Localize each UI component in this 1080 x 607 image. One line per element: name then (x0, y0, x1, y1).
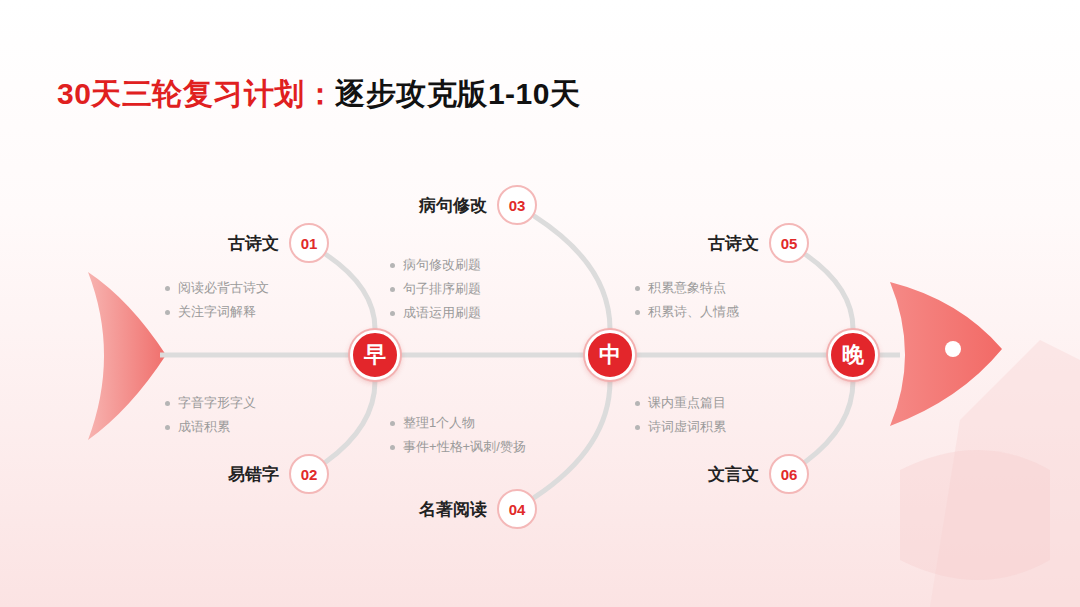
bullet-item: 积累诗、人情感 (635, 304, 739, 320)
fishbone-branch (806, 381, 853, 461)
fishbone-branch (326, 381, 375, 462)
branch-heading: 古诗文 (228, 232, 279, 255)
branch-circle: 病句修改03病句修改刷题句子排序刷题成语运用刷题 (497, 185, 537, 225)
callout-number: 06 (781, 466, 798, 483)
time-label: 中 (599, 340, 621, 370)
spine-circle: 早 (350, 330, 400, 380)
callout-number: 01 (301, 235, 318, 252)
branch-heading: 古诗文 (708, 232, 759, 255)
branch-heading: 易错字 (228, 463, 279, 486)
bullet-item: 病句修改刷题 (390, 257, 481, 273)
branch-circle: 古诗文01阅读必背古诗文关注字词解释 (289, 223, 329, 263)
branch-circle: 古诗文05积累意象特点积累诗、人情感 (769, 223, 809, 263)
bullet-dot (390, 263, 395, 268)
bullet-dot (390, 287, 395, 292)
bullet-dot (390, 421, 395, 426)
fishbone-branch (635, 353, 828, 358)
bullet-dot (635, 286, 640, 291)
branch-heading: 文言文 (708, 463, 759, 486)
bullet-item: 整理1个人物 (390, 415, 475, 431)
bullet-item: 成语运用刷题 (390, 305, 481, 321)
bullet-item: 阅读必背古诗文 (165, 280, 269, 296)
branch-circle: 文言文06课内重点篇目诗词虚词积累 (769, 454, 809, 494)
bullet-item: 积累意象特点 (635, 280, 726, 296)
fishbone-branch (806, 255, 853, 329)
spine-circle: 中 (585, 330, 635, 380)
bullet-dot (635, 401, 640, 406)
title: 30天三轮复习计划：逐步攻克版1-10天 (57, 74, 580, 115)
bullet-item: 成语积累 (165, 419, 230, 435)
bullet-item: 诗词虚词积累 (635, 419, 726, 435)
bullet-item: 事件+性格+讽刺/赞扬 (390, 439, 526, 455)
bullet-dot (165, 425, 170, 430)
bullet-item: 字音字形字义 (165, 395, 256, 411)
bullet-item: 句子排序刷题 (390, 281, 481, 297)
callout-number: 05 (781, 235, 798, 252)
spine-circle: 晚 (828, 330, 878, 380)
time-label: 晚 (842, 340, 864, 370)
bullet-dot (635, 310, 640, 315)
bullet-item: 关注字词解释 (165, 304, 256, 320)
fishbone-branch (400, 353, 585, 358)
branch-heading: 名著阅读 (419, 498, 487, 521)
bullet-dot (390, 311, 395, 316)
bullet-dot (165, 310, 170, 315)
bullet-dot (165, 286, 170, 291)
fishbone-branch (535, 216, 610, 329)
bullet-item: 课内重点篇目 (635, 395, 726, 411)
time-label: 早 (364, 340, 386, 370)
bullet-dot (635, 425, 640, 430)
branch-heading: 病句修改 (419, 194, 487, 217)
bullet-dot (390, 445, 395, 450)
callout-number: 02 (301, 466, 318, 483)
branch-circle: 名著阅读04整理1个人物事件+性格+讽刺/赞扬 (497, 489, 537, 529)
callout-number: 03 (509, 197, 526, 214)
fishbone-branch (535, 381, 610, 497)
bullet-dot (165, 401, 170, 406)
callout-number: 04 (509, 501, 526, 518)
fishbone-branch (326, 255, 375, 329)
branch-circle: 易错字02字音字形字义成语积累 (289, 454, 329, 494)
